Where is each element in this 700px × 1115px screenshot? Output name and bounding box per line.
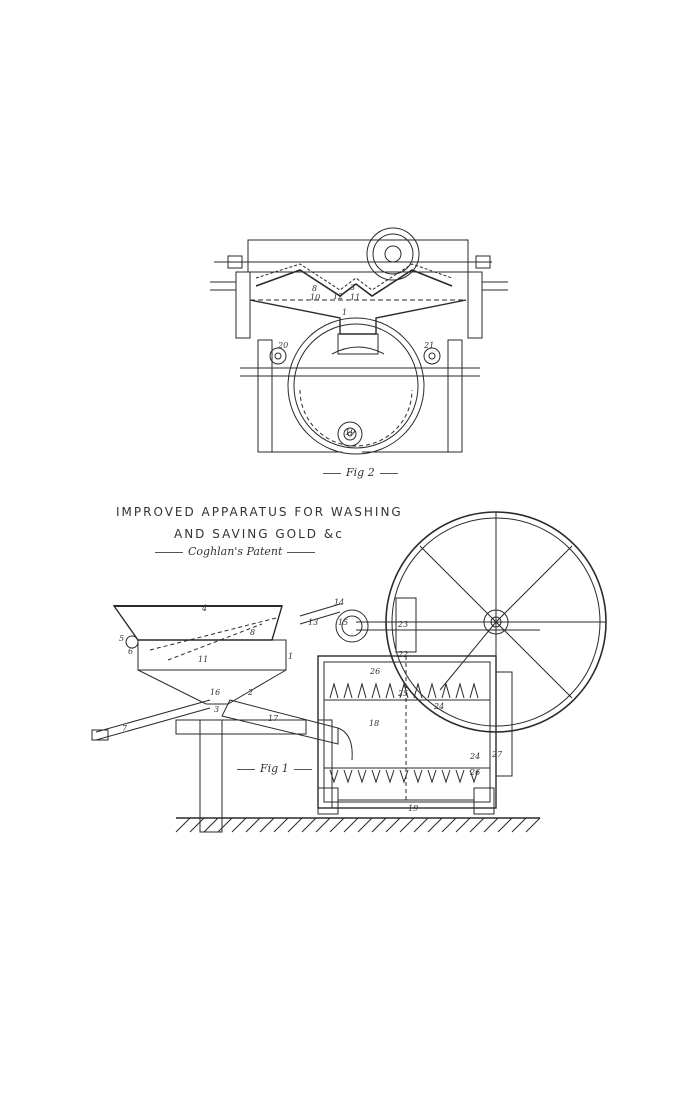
fig2-label-20: 20 (278, 341, 289, 350)
fig1-label-4: 4 (202, 604, 208, 613)
fig2-label-21: 21 (424, 341, 435, 350)
fig1-label-7: 7 (122, 724, 128, 733)
fig1-label-24-bottom: 24 (470, 752, 481, 761)
fig2-label-11: 11 (350, 293, 361, 302)
title-patent-line: Coghlan's Patent (150, 545, 320, 558)
fig2-caption: Fig 2 (318, 466, 403, 479)
fig1-label-5: 5 (119, 634, 125, 643)
fig1-label-2: 2 (248, 688, 254, 697)
fig1-label-26-top: 26 (370, 667, 381, 676)
fig1-label-25: 25 (398, 689, 409, 698)
fig1-caption: Fig 1 (232, 762, 317, 775)
fig2-label-3: 3 (350, 283, 356, 292)
fig1-label-13: 13 (308, 618, 319, 627)
fig1-label-27: 27 (492, 750, 503, 759)
fig2-label-19: 19 (345, 428, 356, 437)
fig1-label-3: 3 (214, 705, 220, 714)
fig1-label-6: 6 (128, 647, 134, 656)
fig1-label-26-bottom: 26 (470, 768, 481, 777)
fig1-label-15: 15 (338, 618, 349, 627)
fig1-label-1: 1 (288, 652, 294, 661)
fig1-label-19: 19 (408, 804, 419, 813)
fig1-label-11: 11 (198, 655, 209, 664)
fig2-label-1: 1 (342, 308, 348, 317)
fig1-label-17: 17 (268, 714, 279, 723)
fig1-label-22: 22 (398, 650, 409, 659)
fig1-label-18: 18 (369, 719, 380, 728)
fig2-label-8: 8 (312, 284, 318, 293)
title-line-2: AND SAVING GOLD &c (174, 527, 344, 541)
fig1-label-8: 8 (250, 628, 256, 637)
fig1-label-23: 23 (398, 620, 409, 629)
fig1-label-14: 14 (334, 598, 345, 607)
fig2-label-10: 10 (310, 293, 321, 302)
fig1-label-24-top: 24 (434, 702, 445, 711)
title-line-1: IMPROVED APPARATUS FOR WASHING (116, 505, 403, 519)
fig2-label-12: 12 (333, 292, 344, 301)
fig1-label-16: 16 (210, 688, 221, 697)
